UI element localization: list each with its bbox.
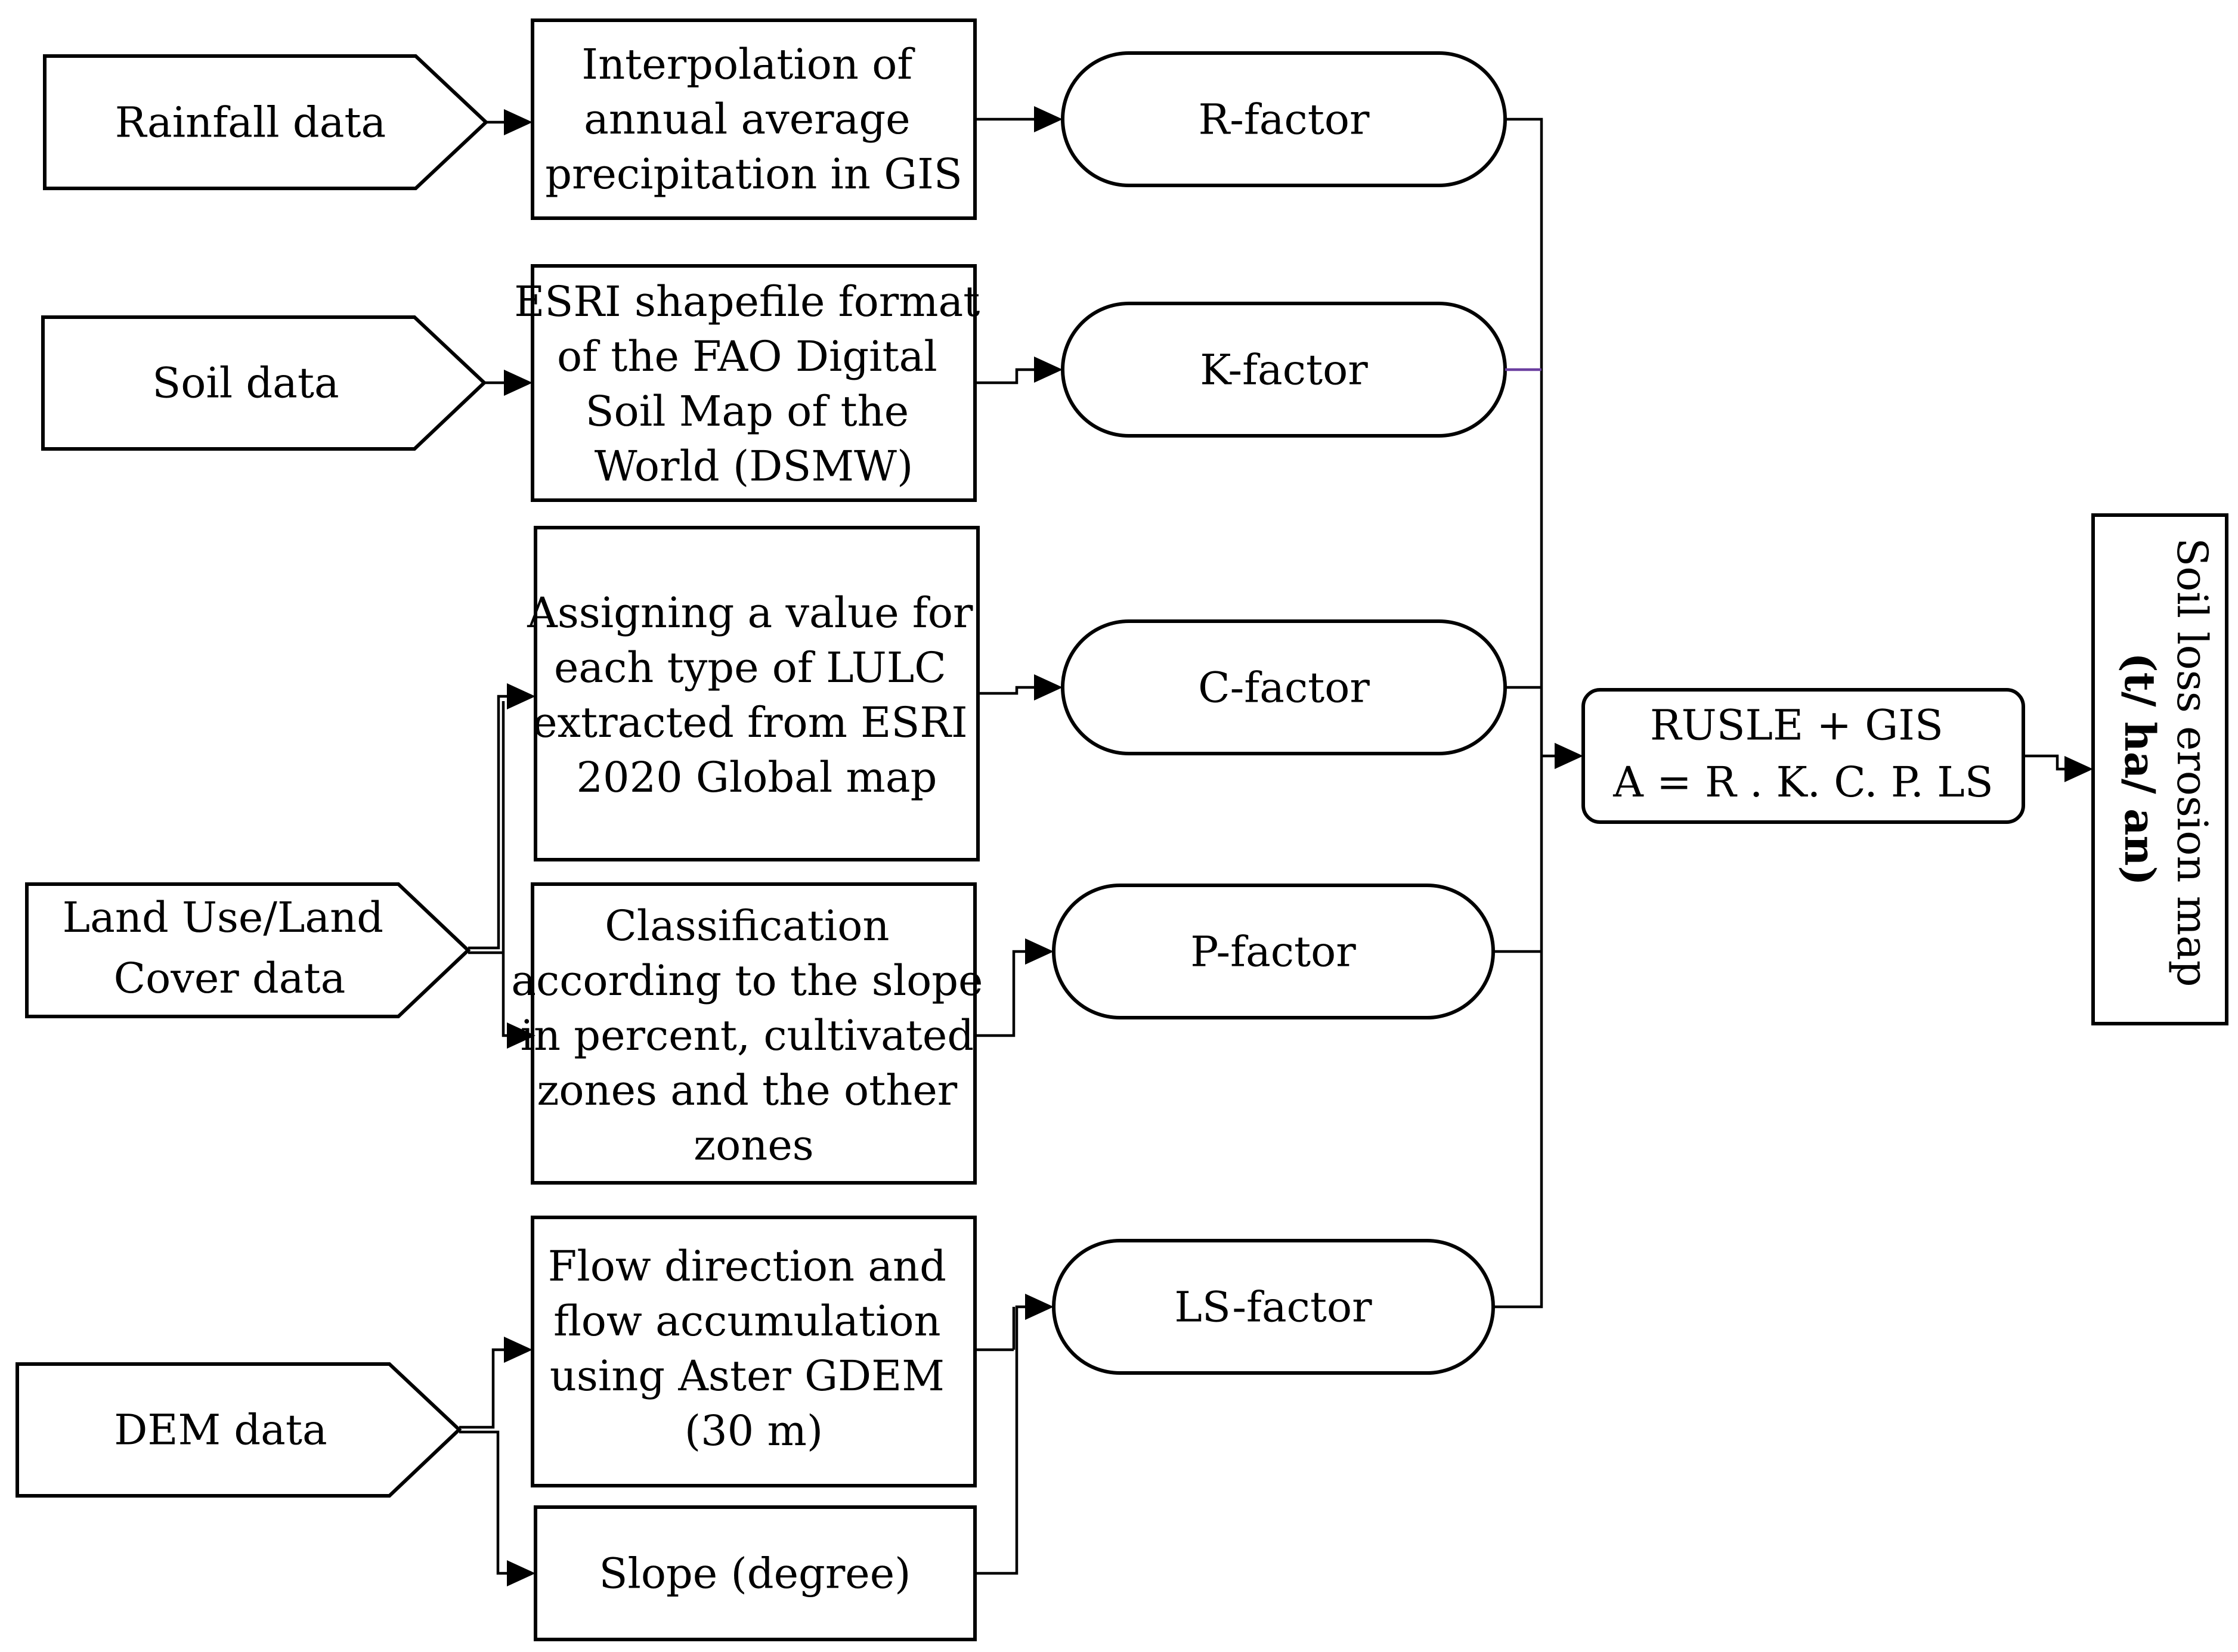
- svg-text:Flow direction and flow: Flow direction and flow accumulation usi…: [548, 1242, 959, 1455]
- arrowhead: [507, 1560, 535, 1586]
- svg-text:Assigning a value for ea: Assigning a value for each type of LULC …: [527, 588, 986, 802]
- input-lulc-line-1: Land Use/Land: [63, 893, 383, 942]
- svg-text:ESRI shapefile format of: ESRI shapefile format of the FAO Digital…: [514, 277, 993, 491]
- process-classification-line-1: Classification: [605, 901, 889, 950]
- svg-text:DEM data: DEM data: [114, 1406, 327, 1455]
- factor-k-label: K-factor: [1200, 346, 1368, 395]
- process-flow-line-4: (30 m): [685, 1406, 823, 1455]
- process-flow-line-2: flow accumulation: [553, 1297, 941, 1346]
- process-esri-soil-line-2: of the FAO Digital: [557, 332, 937, 381]
- svg-text:Soil loss erosion map (t: Soil loss erosion map (t/ ha/ an): [2115, 538, 2217, 1000]
- process-interpolation-line-2: annual average: [584, 95, 911, 144]
- process-slope-label: Slope (degree): [599, 1549, 911, 1598]
- factor-r-label: R-factor: [1199, 95, 1370, 144]
- process-assigning-line-1: Assigning a value for: [527, 588, 973, 637]
- arrowhead: [507, 683, 535, 709]
- connectors: [459, 106, 2093, 1586]
- process-classification-line-3: in percent, cultivated: [521, 1011, 974, 1060]
- process-esri-soil-line-1: ESRI shapefile format: [514, 277, 980, 326]
- process-interpolation-line-1: Interpolation of: [581, 40, 915, 89]
- output-map-box: Soil loss erosion map (t/ ha/ an): [2091, 513, 2228, 1025]
- svg-text:Slope (degree): Slope (degree): [599, 1549, 911, 1598]
- factor-k: K-factor: [1061, 302, 1507, 438]
- process-assigning-line-3: extracted from ESRI: [533, 698, 968, 747]
- process-classification-line-5: zones: [694, 1121, 813, 1170]
- svg-text:RUSLE + GIS A = R . K. C: RUSLE + GIS A = R . K. C. P. LS: [1612, 701, 1993, 807]
- rusle-equation: A = R . K. C. P. LS: [1612, 758, 1993, 807]
- output-map-unit: (t/ ha/ an): [2115, 653, 2165, 886]
- connector-rusle-output: [2023, 754, 2066, 771]
- connector-esri-k: [975, 368, 1036, 385]
- arrowhead: [504, 1337, 533, 1363]
- process-interpolation: Interpolation of annual average precipit…: [531, 18, 977, 220]
- svg-text:LS-factor: LS-factor: [1174, 1283, 1372, 1332]
- process-classification-line-2: according to the slope: [511, 956, 983, 1005]
- process-esri-soil: ESRI shapefile format of the FAO Digital…: [514, 264, 993, 502]
- arrowhead: [1034, 357, 1063, 383]
- connector-classification-p: [975, 950, 1027, 1037]
- factor-c-label: C-factor: [1198, 664, 1370, 712]
- process-classification-line-4: zones and the other: [537, 1066, 958, 1115]
- svg-text:Classification according: Classification according to the slope in…: [511, 901, 996, 1170]
- factor-ls: LS-factor: [1052, 1239, 1495, 1375]
- arrowhead: [1034, 106, 1063, 132]
- rusle-model-box: RUSLE + GIS A = R . K. C. P. LS: [1581, 688, 2025, 824]
- process-assigning: Assigning a value for each type of LULC …: [527, 526, 986, 861]
- process-slope: Slope (degree): [534, 1505, 977, 1641]
- process-assigning-line-4: 2020 Global map: [577, 753, 937, 802]
- arrowhead: [504, 109, 533, 135]
- rusle-model-title: RUSLE + GIS: [1650, 701, 1943, 750]
- output-map-title: Soil loss erosion map: [2168, 538, 2217, 987]
- svg-text:P-factor: P-factor: [1190, 928, 1356, 977]
- input-rainfall: Rainfall data: [43, 54, 489, 190]
- svg-text:K-factor: K-factor: [1200, 346, 1368, 395]
- svg-text:Soil data: Soil data: [152, 359, 339, 408]
- factor-p: P-factor: [1052, 884, 1495, 1019]
- process-esri-soil-line-4: World (DSMW): [595, 442, 914, 491]
- arrowhead: [1025, 1294, 1054, 1320]
- connector-flow-slope-ls: [975, 1305, 1027, 1575]
- input-lulc: Land Use/Land Cover data: [25, 882, 471, 1018]
- arrowhead: [1025, 938, 1054, 965]
- process-interpolation-line-3: precipitation in GIS: [545, 150, 962, 199]
- input-dem: DEM data: [16, 1362, 462, 1498]
- process-esri-soil-line-3: Soil Map of the: [586, 387, 909, 436]
- input-lulc-line-2: Cover data: [114, 954, 346, 1003]
- factor-c: C-factor: [1061, 619, 1507, 755]
- connector-lulc-branch: [468, 695, 509, 1037]
- factor-ls-label: LS-factor: [1174, 1283, 1372, 1332]
- input-rainfall-label: Rainfall data: [115, 98, 386, 147]
- svg-text:Rainfall data: Rainfall data: [115, 98, 386, 147]
- factor-r: R-factor: [1061, 51, 1507, 187]
- connector-assigning-c: [978, 686, 1036, 695]
- svg-text:Interpolation of annual: Interpolation of annual average precipit…: [545, 40, 962, 199]
- process-flow: Flow direction and flow accumulation usi…: [531, 1216, 977, 1487]
- svg-text:Land Use/Land Cover data: Land Use/Land Cover data: [63, 893, 397, 1003]
- arrowhead: [1034, 674, 1063, 701]
- process-classification: Classification according to the slope in…: [511, 882, 996, 1185]
- factor-p-label: P-factor: [1190, 928, 1356, 977]
- arrowhead: [2064, 756, 2093, 782]
- input-soil: Soil data: [41, 315, 487, 451]
- svg-text:R-factor: R-factor: [1199, 95, 1370, 144]
- process-flow-line-3: using Aster GDEM: [550, 1352, 945, 1400]
- connector-factors-trunk: [1493, 117, 1556, 1309]
- process-assigning-line-2: each type of LULC: [554, 643, 946, 692]
- input-dem-label: DEM data: [114, 1406, 327, 1455]
- svg-text:C-factor: C-factor: [1198, 664, 1370, 712]
- arrowhead: [507, 1022, 535, 1049]
- arrowhead: [504, 370, 533, 396]
- arrowhead: [1555, 743, 1583, 769]
- process-flow-line-1: Flow direction and: [548, 1242, 946, 1291]
- input-soil-label: Soil data: [152, 359, 339, 408]
- connector-dem-branch: [459, 1348, 509, 1575]
